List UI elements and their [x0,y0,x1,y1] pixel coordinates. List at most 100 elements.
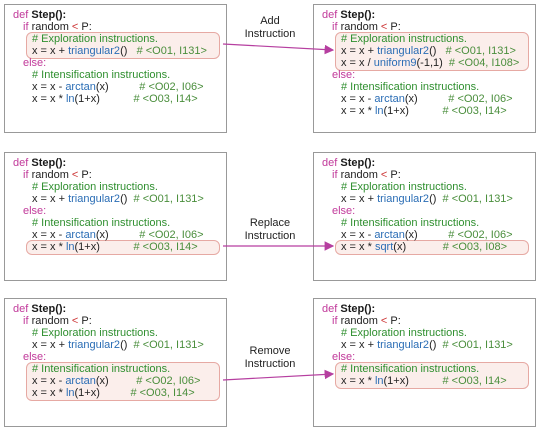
code-token: arctan [65,375,96,387]
code-token: Step(): [31,303,67,315]
code-token: () [120,193,134,205]
code-token: else: [332,69,356,81]
code-token: x = x * [32,387,66,399]
code-line: else: [332,69,355,81]
code-token: if [23,169,32,181]
code-token: if [332,169,341,181]
code-token: # <O03, I14> [442,105,507,117]
code-token: if [23,315,32,327]
operation-label-line: Replace [249,217,291,229]
code-line: # Exploration instructions. [341,33,467,45]
code-token: # Intensification instructions. [341,81,480,93]
code-token: def [322,157,341,169]
code-token: x = x - [32,81,66,93]
code-token: x = x * [341,375,375,387]
code-line: x = x * ln(1+x) # <O03, I14> [32,93,198,105]
code-line: x = x * ln(1+x) # <O03, I14> [341,375,507,387]
code-token: def [322,303,341,315]
code-token: arctan [65,81,96,93]
code-token: # <O02, I06> [139,229,204,241]
code-token: ln [65,93,75,105]
code-token: else: [332,205,356,217]
highlight-box [335,32,529,71]
code-token: uniform9 [373,57,417,69]
code-line: x = x * ln(1+x) # <O03, I14> [341,105,507,117]
code-token: # Intensification instructions. [341,363,480,375]
code-line: def Step(): [322,9,375,21]
code-token: # <O01, I131> [133,339,204,351]
code-line: x = x + triangular2() # <O01, I131> [32,339,204,351]
code-line: x = x - arctan(x) # <O02, I06> [32,229,204,241]
code-line: def Step(): [322,157,375,169]
code-line: x = x * ln(1+x) # <O03, I14> [32,387,195,399]
code-line: if random < P: [23,169,92,181]
code-token: # Intensification instructions. [32,69,171,81]
code-line: if random < P: [23,21,92,33]
code-token: x = x + [32,45,69,57]
code-token: x = x - [341,229,375,241]
code-token: random [31,169,72,181]
after-panel-1: def Step():if random < P:# Exploration i… [313,152,536,281]
code-line: x = x * ln(1+x) # <O03, I14> [32,241,198,253]
code-token: < [380,21,391,33]
code-line: if random < P: [332,21,401,33]
code-token: else: [332,351,356,363]
code-token: x = x - [32,375,66,387]
code-token: x = x - [32,229,66,241]
code-line: x = x - arctan(x) # <O02, I06> [341,93,513,105]
code-token: triangular2 [68,339,121,351]
after-panel-0: def Step():if random < P:# Exploration i… [313,4,536,133]
code-token: # Intensification instructions. [341,217,480,229]
code-line: x = x - arctan(x) # <O02, I06> [32,375,200,387]
code-token: # <O02, I06> [448,93,513,105]
code-token: < [71,315,82,327]
code-token: if [23,21,32,33]
code-token: x = x * [32,241,66,253]
code-token: < [71,169,82,181]
code-token: < [380,315,391,327]
code-line: x = x + triangular2() # <O01, I131> [341,339,513,351]
code-token: triangular2 [68,45,121,57]
code-token: else: [23,205,47,217]
code-token: Step(): [31,9,67,21]
code-token: x = x + [341,193,378,205]
code-line: x = x + triangular2() # <O01, I131> [341,45,516,57]
code-token: x = x * [341,241,375,253]
code-token: (x) [95,81,140,93]
code-token: ln [65,241,75,253]
code-token: # <O01, I131> [442,193,513,205]
code-token: # <O01, I131> [445,45,516,57]
code-token: # <O03, I14> [442,375,507,387]
code-token: < [380,169,391,181]
code-token: else: [23,57,47,69]
code-token: # Exploration instructions. [341,33,467,45]
code-token: random [340,21,381,33]
code-token: # Exploration instructions. [341,181,467,193]
code-token: random [340,169,381,181]
code-token: P: [390,21,401,33]
code-token: # Exploration instructions. [32,181,158,193]
code-token: # Intensification instructions. [32,363,171,375]
code-line: # Intensification instructions. [341,81,479,93]
code-token: x = x * [32,93,66,105]
code-token: x = x + [32,339,69,351]
highlight-box [26,32,220,59]
code-token: Step(): [340,157,376,169]
code-line: # Intensification instructions. [32,363,170,375]
code-line: x = x + triangular2() # <O01, I131> [341,193,513,205]
code-token: ln [374,375,384,387]
code-token: x = x - [341,93,375,105]
code-token: (x) [404,93,449,105]
code-token: (-1,1) [416,57,449,69]
code-line: if random < P: [332,169,401,181]
code-token: (x) [95,375,137,387]
code-token: arctan [374,93,405,105]
code-token: triangular2 [68,193,121,205]
operation-label-line: Instruction [244,358,296,370]
before-panel-1: def Step():if random < P:# Exploration i… [4,152,227,281]
code-line: # Exploration instructions. [341,327,467,339]
code-token: # Intensification instructions. [32,217,171,229]
code-line: x = x / uniform9(-1,1) # <O04, I108> [341,57,519,69]
